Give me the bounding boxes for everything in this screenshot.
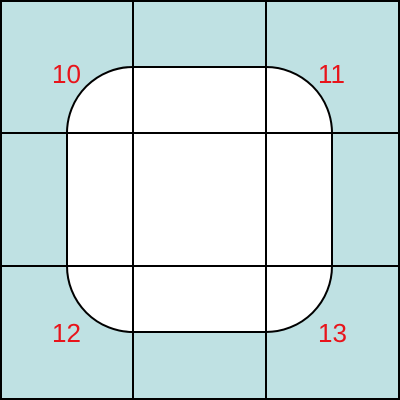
label-top-left: 10 bbox=[52, 59, 81, 89]
label-bottom-left: 12 bbox=[52, 318, 81, 348]
rounded-square-shape bbox=[66, 66, 333, 333]
label-bottom-right: 13 bbox=[318, 318, 347, 348]
label-top-right: 11 bbox=[318, 59, 345, 89]
